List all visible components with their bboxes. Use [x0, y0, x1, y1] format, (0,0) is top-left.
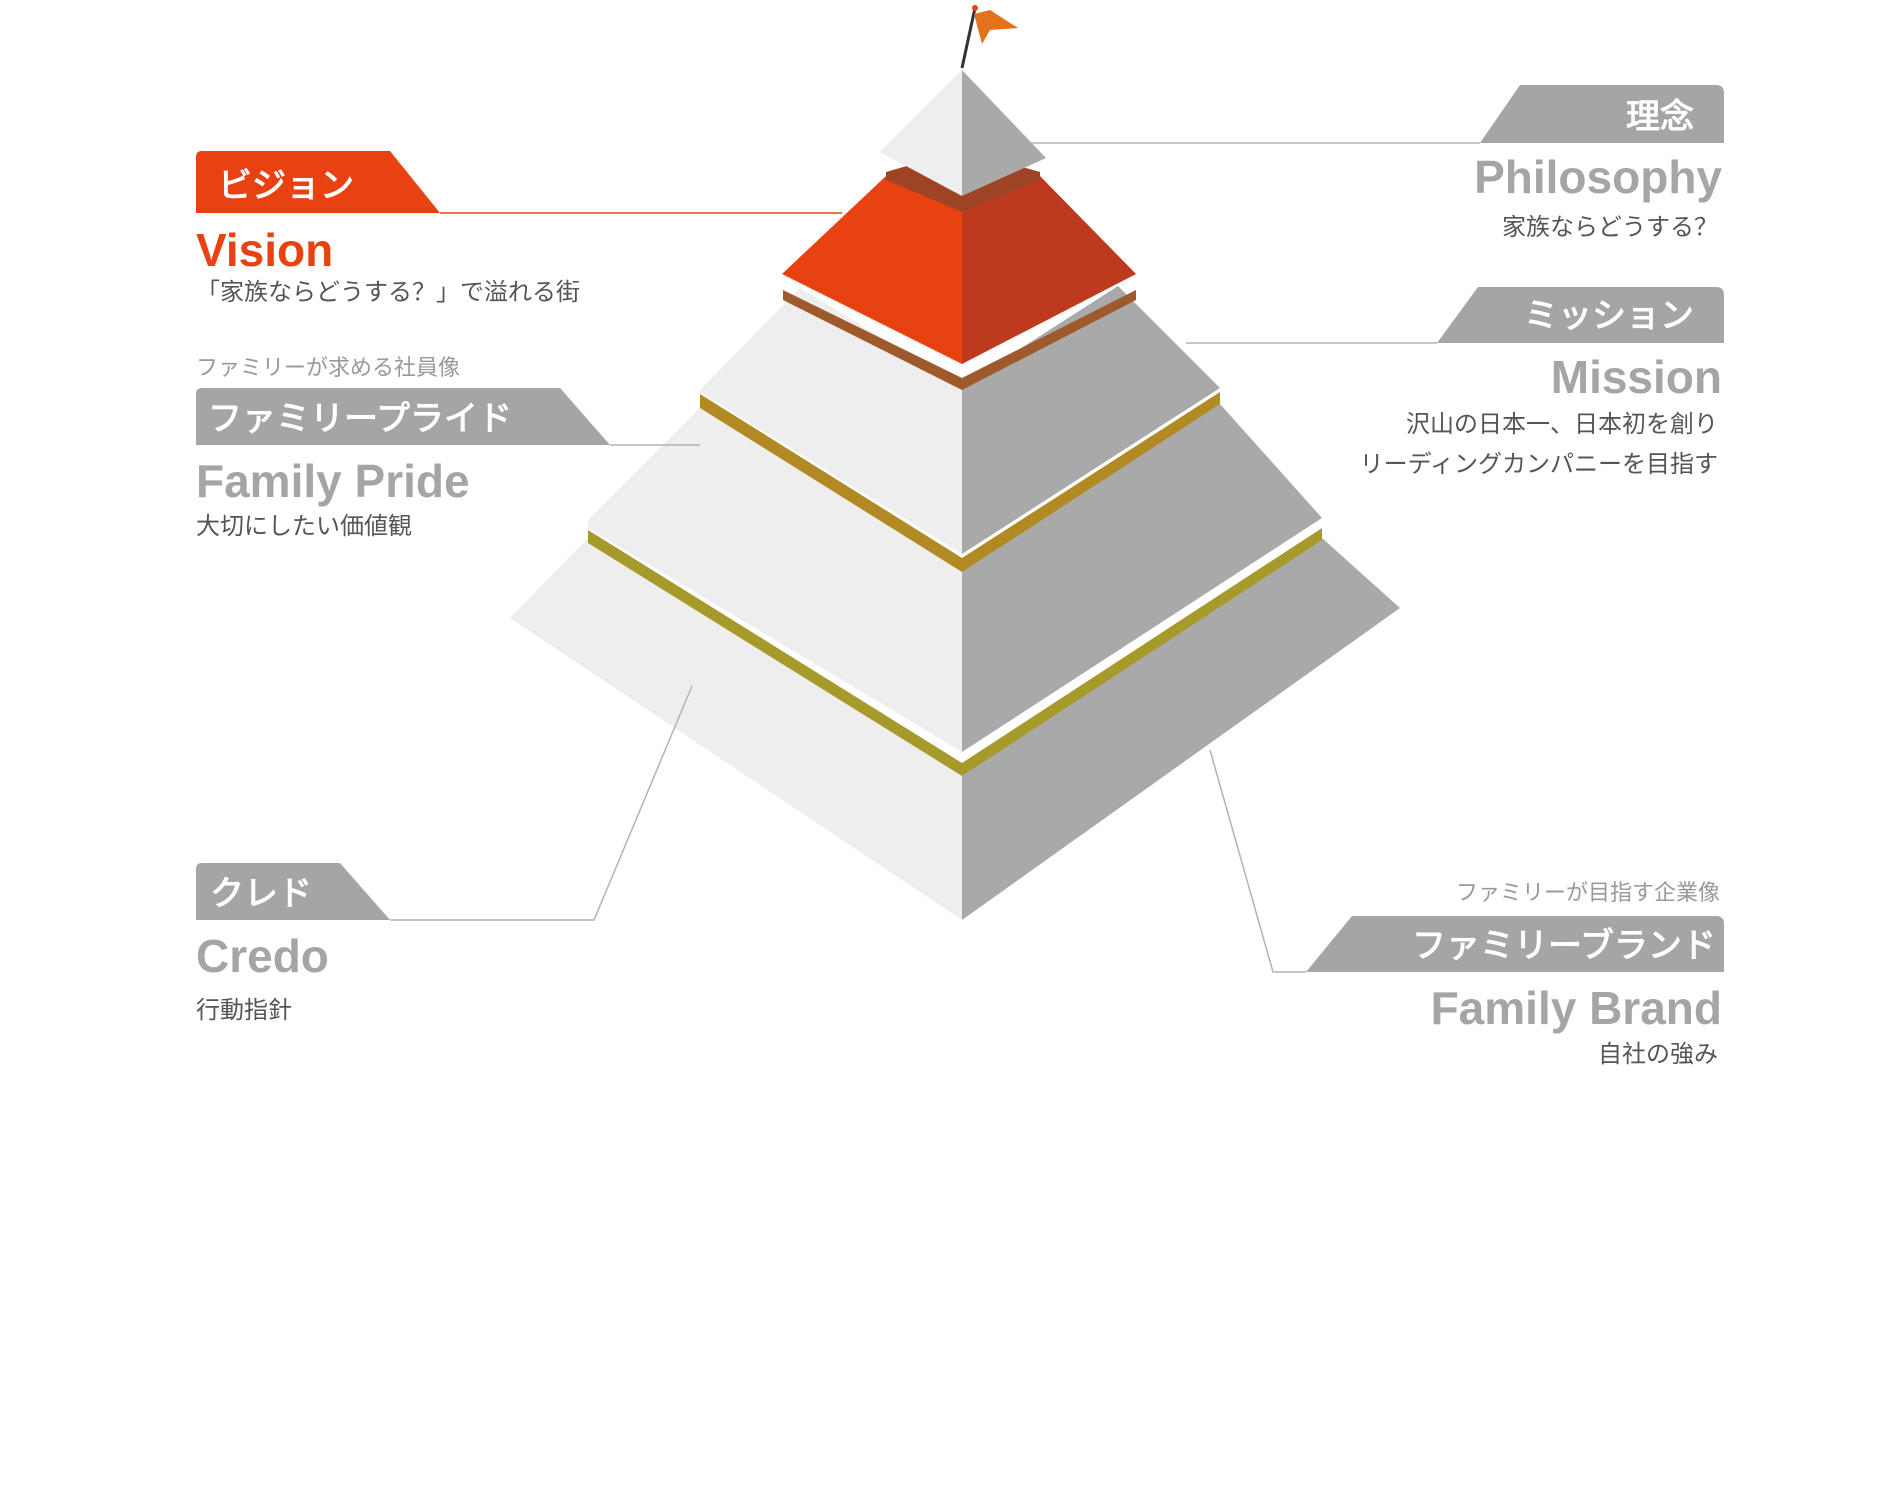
tier-vision-right-face	[962, 176, 1136, 364]
tier-philosophy-right-face	[962, 70, 1046, 196]
mission-tab-label: ミッション	[1524, 296, 1694, 336]
philosophy-description: 家族ならどうする？	[1502, 213, 1718, 241]
label-family-pride: ファミリーが求める社員像 ファミリープライド Family Pride 大切にし…	[196, 356, 610, 540]
mission-description-line1: 沢山の日本一、日本初を創り	[1406, 410, 1718, 438]
flag-pole	[960, 7, 977, 69]
vision-title: Vision	[196, 224, 333, 276]
tier-credo-right-face	[962, 538, 1400, 920]
mission-tab	[1437, 287, 1724, 343]
tier-philosophy	[880, 70, 1046, 196]
flag-icon	[960, 5, 1018, 69]
brand-tab-label: ファミリーブランド	[1412, 926, 1716, 966]
pride-description: 大切にしたい価値観	[196, 512, 412, 540]
label-vision: ビジョン Vision 「家族ならどうする？」で溢れる街	[196, 151, 580, 306]
label-family-brand: ファミリーが目指す企業像 ファミリーブランド Family Brand 自社の強…	[1306, 881, 1724, 1068]
flag-cloth	[974, 10, 1018, 44]
brand-description: 自社の強み	[1598, 1040, 1718, 1068]
pride-title: Family Pride	[196, 455, 470, 507]
tier-philosophy-left-face	[880, 70, 962, 196]
pride-subtitle: ファミリーが求める社員像	[196, 356, 460, 381]
label-mission: ミッション Mission 沢山の日本一、日本初を創り リーディングカンパニーを…	[1360, 287, 1724, 478]
mission-title: Mission	[1551, 351, 1722, 403]
tier-mission	[700, 286, 1220, 554]
philosophy-title: Philosophy	[1474, 151, 1722, 203]
tier-vision-left-face	[782, 176, 962, 364]
tier-pride-right-face	[962, 404, 1322, 752]
mission-description-line2: リーディングカンパニーを目指す	[1360, 450, 1718, 478]
vision-description: 「家族ならどうする？」で溢れる街	[196, 278, 580, 306]
brand-subtitle: ファミリーが目指す企業像	[1456, 881, 1720, 906]
flag-pole-tip	[972, 5, 978, 11]
tier-credo	[510, 528, 1400, 920]
credo-title: Credo	[196, 930, 329, 982]
leader-brand	[1209, 749, 1306, 973]
label-philosophy: 理念 Philosophy 家族ならどうする？	[1474, 85, 1724, 241]
leader-lines	[390, 142, 1480, 973]
credo-description: 行動指針	[196, 996, 292, 1024]
credo-tab-label: クレド	[210, 874, 312, 914]
philosophy-tab	[1480, 85, 1724, 143]
vision-tab	[196, 151, 440, 213]
tier-credo-left-face	[510, 538, 962, 920]
pride-tab	[196, 388, 610, 445]
credo-tab	[196, 863, 390, 920]
leader-credo	[390, 685, 693, 921]
tier-pride-left-face	[588, 408, 962, 752]
brand-title: Family Brand	[1431, 982, 1722, 1034]
philosophy-tab-label: 理念	[1626, 97, 1694, 137]
vision-tab-label: ビジョン	[218, 166, 354, 206]
pride-tab-label: ファミリープライド	[208, 399, 512, 439]
brand-tab	[1306, 916, 1724, 972]
tier-pride	[588, 392, 1322, 752]
label-credo: クレド Credo 行動指針	[196, 863, 390, 1024]
